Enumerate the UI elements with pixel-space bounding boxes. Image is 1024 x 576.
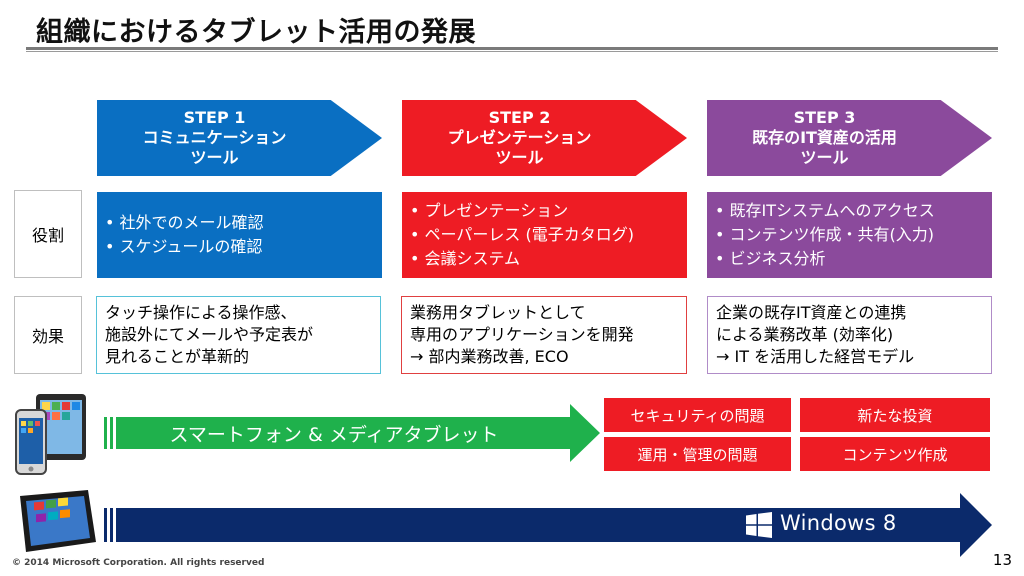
step-1-line1: コミュニケーション (142, 128, 287, 147)
step-3-line2: ツール (800, 148, 849, 167)
windows-8-arrow (104, 493, 992, 557)
step-2-chevron: STEP 2 プレゼンテーション ツール (402, 100, 687, 176)
page-number: 13 (992, 551, 1012, 569)
step-2-line1: プレゼンテーション (447, 128, 592, 147)
step-1-title: STEP 1 (183, 108, 246, 127)
issue-operation-management: 運用・管理の問題 (604, 437, 791, 471)
effect-line: 業務用タブレットとして (410, 303, 586, 322)
role-item: • 会議システム (410, 249, 521, 268)
role-item: • プレゼンテーション (410, 201, 569, 220)
effect-line: → 部内業務改善, ECO (410, 347, 569, 366)
step-1-chevron: STEP 1 コミュニケーション ツール (97, 100, 382, 176)
role-item: • ペーパーレス (電子カタログ) (410, 225, 634, 244)
copyright-footer: © 2014 Microsoft Corporation. All rights… (12, 558, 265, 568)
title-divider (26, 47, 998, 50)
issue-content-creation: コンテンツ作成 (800, 437, 990, 471)
effect-line: → IT を活用した経営モデル (716, 347, 915, 366)
role-item: • コンテンツ作成・共有(入力) (715, 225, 935, 244)
role-item: • ビジネス分析 (715, 249, 826, 268)
role-box-step-3: • 既存ITシステムへのアクセス • コンテンツ作成・共有(入力) • ビジネス… (707, 192, 992, 278)
row-label-effect: 効果 (14, 296, 82, 374)
effect-line: 施設外にてメールや予定表が (105, 325, 314, 344)
windows-tablet-image (20, 490, 96, 552)
step-3-title: STEP 3 (793, 108, 856, 127)
step-3-line1: 既存のIT資産の活用 (752, 128, 897, 147)
role-box-step-2: • プレゼンテーション • ペーパーレス (電子カタログ) • 会議システム (402, 192, 687, 278)
effect-line: 専用のアプリケーションを開発 (410, 325, 634, 344)
windows-logo-icon (746, 512, 772, 538)
issue-security: セキュリティの問題 (604, 398, 791, 432)
step-3-chevron: STEP 3 既存のIT資産の活用 ツール (707, 100, 992, 176)
step-1-line2: ツール (190, 148, 239, 167)
smartphone-tablet-image (15, 394, 86, 475)
row-label-role: 役割 (14, 190, 82, 278)
step-2-title: STEP 2 (488, 108, 551, 127)
title-divider-thin (26, 51, 998, 52)
smartphone-arrow-label: スマートフォン & メディアタブレット (169, 424, 499, 446)
effect-box-step-1: タッチ操作による操作感、 施設外にてメールや予定表が 見れることが革新的 (96, 296, 381, 374)
step-2-line2: ツール (495, 148, 544, 167)
windows-8-label: Windows 8 (780, 511, 897, 535)
role-item: • 既存ITシステムへのアクセス (715, 201, 935, 220)
effect-box-step-2: 業務用タブレットとして 専用のアプリケーションを開発 → 部内業務改善, ECO (401, 296, 687, 374)
effect-line: 企業の既存IT資産との連携 (716, 303, 907, 322)
smartphone-media-tablet-arrow (104, 404, 600, 462)
page-title: 組織におけるタブレット活用の発展 (36, 17, 476, 48)
effect-box-step-3: 企業の既存IT資産との連携 による業務改革 (効率化) → IT を活用した経営… (707, 296, 992, 374)
effect-line: による業務改革 (効率化) (716, 325, 894, 344)
role-box-step-1: • 社外でのメール確認 • スケジュールの確認 (97, 192, 382, 278)
effect-line: タッチ操作による操作感、 (105, 303, 297, 322)
role-item: • 社外でのメール確認 (105, 213, 264, 232)
role-item: • スケジュールの確認 (105, 237, 263, 256)
effect-line: 見れることが革新的 (105, 347, 250, 366)
issue-new-investment: 新たな投資 (800, 398, 990, 432)
